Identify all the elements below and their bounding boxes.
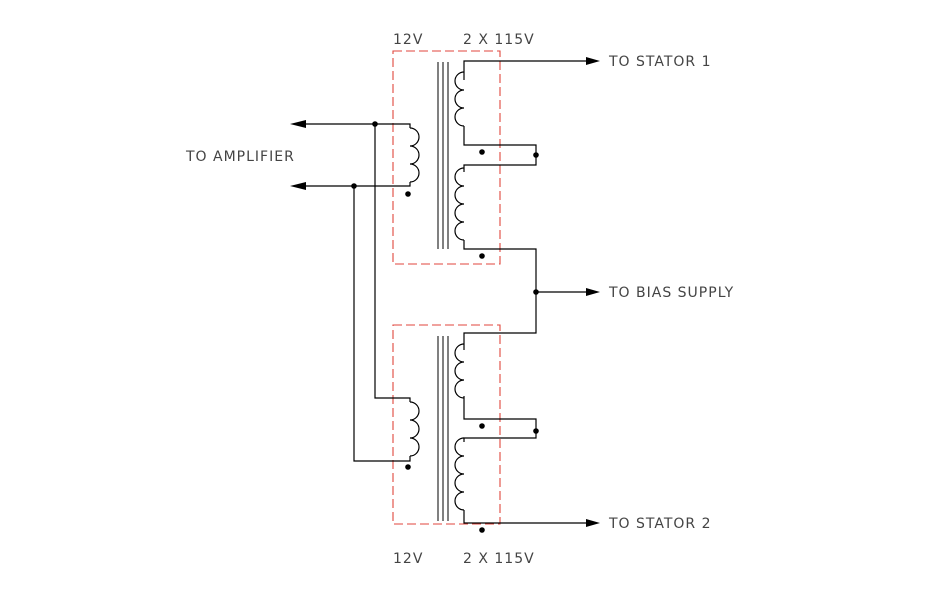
bottom-secondary-upper-winding <box>454 343 465 399</box>
bottom-primary-voltage-label: 12V <box>393 551 423 567</box>
top-primary-voltage-label: 12V <box>393 32 423 48</box>
bottom-transformer-shield <box>392 324 501 525</box>
bottom-secondary-voltage-label: 2 X 115V <box>463 551 535 567</box>
bottom-transformer-core <box>437 336 449 521</box>
arrow-amplifier-lower <box>290 182 306 190</box>
stator2-label: TO STATOR 2 <box>608 516 712 532</box>
bias-supply-label: TO BIAS SUPPLY <box>608 285 734 301</box>
wiring <box>300 60 590 524</box>
junction-dots <box>351 121 539 533</box>
top-secondary-voltage-label: 2 X 115V <box>463 32 535 48</box>
top-primary-winding <box>409 127 420 183</box>
arrow-bias <box>586 288 600 296</box>
bottom-secondary-lower-winding <box>454 437 465 511</box>
top-transformer-core <box>437 62 449 249</box>
bottom-primary-winding <box>409 401 420 457</box>
top-transformer-shield <box>392 50 501 265</box>
top-secondary-upper-winding <box>454 71 465 127</box>
arrow-stator2 <box>586 519 600 527</box>
amplifier-label: TO AMPLIFIER <box>185 149 295 165</box>
arrow-amplifier-upper <box>290 120 306 128</box>
top-secondary-lower-winding <box>454 167 465 241</box>
arrow-stator1 <box>586 57 600 65</box>
stator1-label: TO STATOR 1 <box>608 54 712 70</box>
arrowheads <box>290 57 600 527</box>
